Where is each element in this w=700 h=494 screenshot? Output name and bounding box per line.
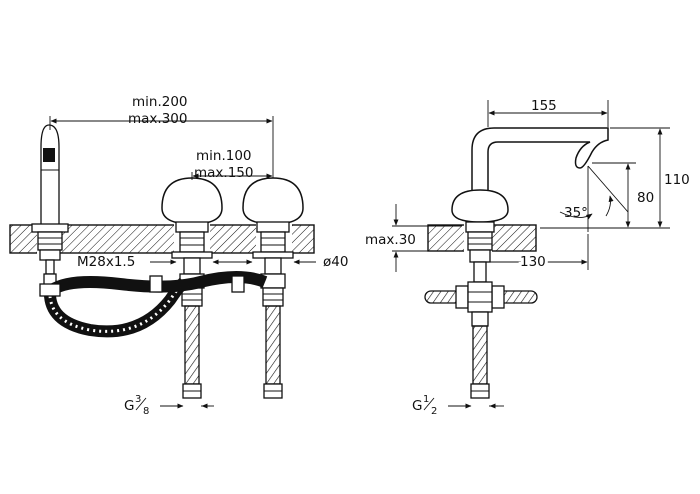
left-spout: [31, 124, 69, 287]
connection-g38-main: G: [124, 398, 134, 414]
spread-min-label: min.200: [132, 94, 188, 110]
handle-spread-dimension: min.100 max.150: [191, 148, 274, 181]
thread-label: M28x1.5: [77, 254, 135, 270]
reach-label: 155: [531, 98, 557, 114]
connection-g38-den: 8: [143, 406, 149, 417]
connection-g12-den: 2: [431, 406, 437, 417]
left-handle-hot: [161, 177, 223, 399]
handle-spread-min-label: min.100: [196, 148, 252, 164]
connection-g12: G 1 2: [412, 394, 504, 417]
right-view: 155 110 80 35° max.30: [365, 98, 690, 417]
deck-thickness-dimension: max.30: [365, 204, 462, 272]
reach-dimension: 155: [487, 98, 609, 127]
right-hoses: [424, 281, 538, 399]
depth-dimension: 130: [481, 234, 589, 273]
angle-label: 35°: [564, 205, 588, 221]
angle-dimension: 35°: [559, 165, 629, 232]
diameter-dimension: ø40: [212, 254, 348, 270]
connection-g38: G 3 8: [124, 394, 214, 417]
outlet-height-label: 80: [637, 190, 654, 206]
connection-g12-num: 1: [423, 394, 429, 405]
left-view: min.200 max.300 min.100 max.150 M28x1.5 …: [9, 94, 348, 417]
thread-callout: M28x1.5: [77, 254, 177, 270]
connection-g12-main: G: [412, 398, 422, 414]
spread-max-label: max.300: [128, 111, 187, 127]
height-dimension: 110: [540, 127, 690, 229]
left-handle-cold: [242, 177, 304, 399]
handle-spread-max-label: max.150: [194, 165, 253, 181]
outlet-height-dimension: 80: [592, 162, 654, 228]
depth-label: 130: [520, 254, 546, 270]
spread-dimension: min.200 max.300: [49, 94, 274, 172]
left-connecting-hoses: [39, 271, 268, 338]
height-label: 110: [664, 172, 690, 188]
deck-thickness-label: max.30: [365, 232, 416, 248]
connection-g38-num: 3: [135, 394, 141, 405]
diameter-label: ø40: [323, 254, 348, 270]
